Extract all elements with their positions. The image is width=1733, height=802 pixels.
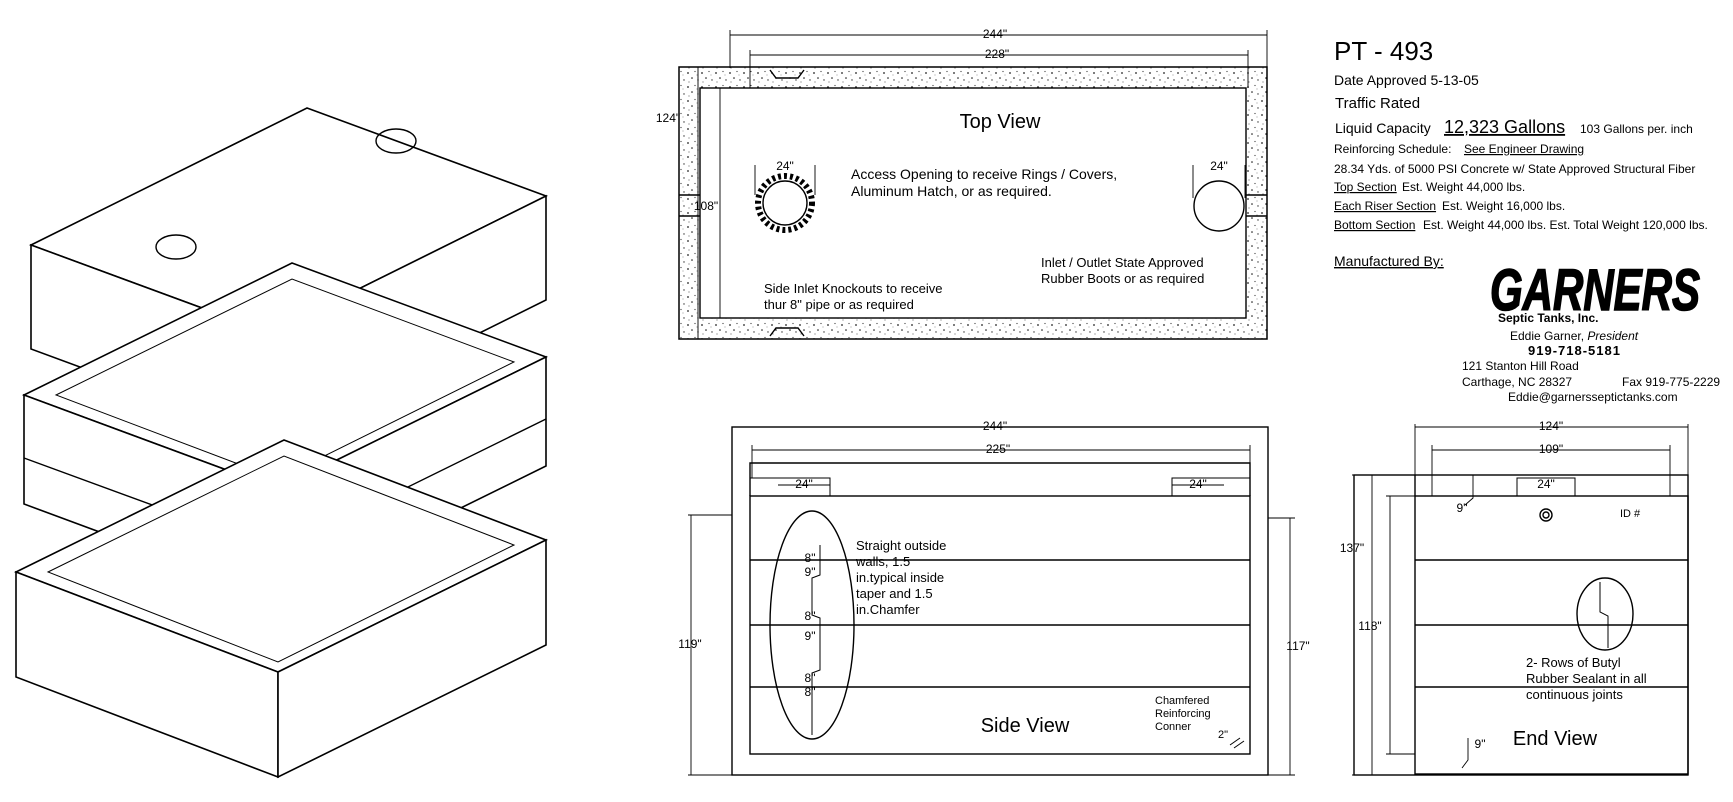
gallons-per-inch: 103 Gallons per. inch [1580,122,1693,136]
riser-section-label: Each Riser Section [1334,199,1436,213]
bottom-section-label: Bottom Section [1334,218,1415,232]
riser-section-weight: Est. Weight 16,000 lbs. [1442,199,1565,213]
side-note-chamfer-1: Chamfered [1155,695,1209,707]
top-note-knockout-2: thur 8" pipe or as required [764,297,914,312]
side-note-walls-4: taper and 1.5 [856,586,933,601]
side-note-chamfer-2: Reinforcing [1155,708,1211,720]
end-dim-inner-width: 109" [1539,442,1563,456]
end-dim-bottom: 9" [1475,737,1486,751]
company-person: Eddie Garner, President [1510,329,1639,343]
isometric-exploded-view [14,107,549,779]
company-person-title: President [1587,329,1638,343]
company-fax: Fax 919-775-2229 [1622,375,1720,389]
joint-detail-ellipse [769,510,855,740]
top-dim-inner-width: 108" [694,199,718,213]
end-note-sealant-1: 2- Rows of Butyl [1526,655,1621,670]
top-section-label: Top Section [1334,180,1397,194]
side-dim-chamfer: 2" [1218,729,1228,741]
sealant-detail-ellipse [1576,577,1634,651]
liquid-capacity-label: Liquid Capacity [1335,120,1431,136]
title-block: PT - 493 Date Approved 5-13-05 Traffic R… [1334,36,1708,269]
traffic-rated: Traffic Rated [1335,95,1420,112]
date-approved: Date Approved 5-13-05 [1334,72,1479,88]
side-dim-inner-length: 225" [986,442,1010,456]
reinforcing-link[interactable]: See Engineer Drawing [1464,142,1584,156]
joint-dim-5: 8" [805,671,816,685]
liquid-capacity-value: 12,323 Gallons [1444,117,1565,137]
side-note-walls-1: Straight outside [856,538,946,553]
end-dim-inner-height: 118" [1358,619,1381,633]
joint-dim-1: 8" [805,551,816,565]
company-address-1: 121 Stanton Hill Road [1462,359,1579,373]
side-dim-height-left: 119" [678,637,701,651]
side-view-title: Side View [981,715,1070,737]
top-view-title: Top View [960,111,1041,133]
side-dim-opening-left: 24" [795,477,813,491]
end-note-sealant-2: Rubber Sealant in all [1526,671,1647,686]
top-note-knockout-1: Side Inlet Knockouts to receive [764,281,943,296]
joint-dim-6: 8" [805,685,816,699]
reinforcing-label: Reinforcing Schedule: [1334,142,1451,156]
company-address-2: Carthage, NC 28327 [1462,375,1572,389]
top-note-inlet-1: Inlet / Outlet State Approved [1041,255,1204,270]
end-note-sealant-3: continuous joints [1526,687,1623,702]
side-view: 244" 225" 24" 24" 119" 117" 8" 9" 8" 9" … [678,419,1310,776]
top-dim-opening-right: 24" [1210,159,1228,173]
side-dim-overall-length: 244" [983,419,1007,433]
top-dim-opening-left: 24" [776,159,794,173]
joint-dim-3: 8" [805,609,816,623]
top-dim-overall-width: 124" [656,111,680,125]
side-note-walls-3: in.typical inside [856,570,944,585]
joint-dim-2: 9" [805,565,816,579]
side-dim-opening-right: 24" [1189,477,1207,491]
end-dim-overall-width: 124" [1539,419,1563,433]
top-note-inlet-2: Rubber Boots or as required [1041,271,1204,286]
company-person-name: Eddie Garner, [1510,329,1584,343]
top-dim-inner-length: 228" [985,47,1009,61]
end-id-label: ID # [1620,508,1641,520]
manufactured-by: Manufactured By: [1334,253,1444,269]
end-view: 124" 109" 24" 137" 118" 9" 9" ID # 2- Ro… [1340,419,1689,776]
end-view-title: End View [1513,728,1598,750]
side-note-chamfer-3: Conner [1155,721,1191,733]
concrete-spec: 28.34 Yds. of 5000 PSI Concrete w/ State… [1334,162,1695,176]
company-phone: 919-718-5181 [1528,343,1621,358]
end-dim-overall-height: 137" [1340,541,1364,555]
end-dim-top: 9" [1457,501,1468,515]
top-note-access-1: Access Opening to receive Rings / Covers… [851,166,1117,182]
bottom-section-weight: Est. Weight 44,000 lbs. Est. Total Weigh… [1423,218,1708,232]
top-view: 244" 228" 124" 108" 24" 24" [656,27,1268,340]
top-note-access-2: Aluminum Hatch, or as required. [851,183,1052,199]
side-note-walls-2: walls, 1.5 [855,554,910,569]
company-logo: GARNERS [1490,258,1700,323]
company-email[interactable]: Eddie@garnersseptictanks.com [1508,390,1678,404]
side-dim-height-right: 117" [1286,639,1309,653]
end-dim-opening: 24" [1537,477,1555,491]
side-note-walls-5: in.Chamfer [856,602,920,617]
iso-bottom-section [14,439,548,779]
top-opening-left: 24" [754,159,816,233]
top-dim-overall-length: 244" [983,27,1007,41]
company-name: Septic Tanks, Inc. [1498,311,1598,325]
joint-dim-4: 9" [805,629,816,643]
top-opening-right: 24" [1192,159,1267,232]
company-block: GARNERS Septic Tanks, Inc. Eddie Garner,… [1462,257,1720,404]
top-section-weight: Est. Weight 44,000 lbs. [1402,180,1525,194]
model-number: PT - 493 [1334,36,1433,66]
